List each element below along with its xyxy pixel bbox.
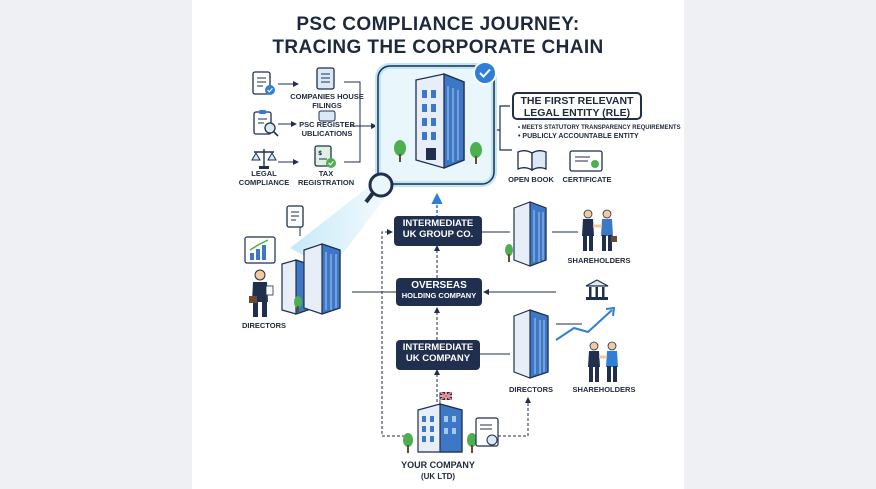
chain-box-intermediate-uk-company: INTERMEDIATE UK COMPANY [396, 340, 480, 370]
right-lower-building-icon [513, 309, 549, 379]
certificate-icon [569, 150, 603, 172]
document-icon [316, 67, 335, 90]
shareholders-top-label: SHAREHOLDERS [567, 256, 631, 265]
bank-icon [585, 279, 609, 300]
rle-bullet-1: • PUBLICLY ACCOUNTABLE ENTITY [518, 133, 639, 140]
director-person-icon [249, 269, 274, 317]
shareholders-handshake-icon [582, 209, 617, 251]
your-company-line1: YOUR COMPANY [401, 460, 475, 470]
rle-item-label-0: OPEN BOOK [508, 175, 554, 184]
overseas-line2: HOLDING COMPANY [401, 290, 477, 300]
rle-bullet-0: • MEETS STATUTORY TRANSPARENCY REQUIREME… [518, 125, 681, 131]
chain-box-overseas-holding: OVERSEAS HOLDING COMPANY [396, 278, 482, 306]
shareholders-bottom-label: SHAREHOLDERS [572, 385, 636, 394]
top-left-label-3: TAX REGISTRATION [298, 169, 355, 187]
cursor-icon [318, 110, 336, 122]
left-building-icon [281, 243, 341, 315]
rle-bullet-0-text: MEETS STATUTORY TRANSPARENCY REQUIREMENT… [521, 125, 681, 131]
hero-building-card [375, 63, 497, 187]
bar-chart-icon [244, 236, 276, 264]
open-book-icon [517, 150, 547, 172]
verified-check-icon [473, 61, 497, 85]
rle-title-box: THE FIRST RELEVANT LEGAL ENTITY (RLE) [512, 92, 642, 120]
directors-left-label: DIRECTORS [241, 321, 287, 330]
rle-item-label-1: CERTIFICATE [562, 175, 612, 184]
rle-bullet-1-text: PUBLICLY ACCOUNTABLE ENTITY [522, 133, 639, 140]
scales-icon [251, 149, 277, 169]
your-company-building-icon [403, 391, 477, 453]
tax-document-icon: $ [314, 145, 336, 168]
overseas-line1: OVERSEAS [411, 280, 467, 291]
page-title-line2: TRACING THE CORPORATE CHAIN [272, 37, 604, 58]
company-certificate-icon [475, 417, 499, 447]
chain-box-intermediate-uk-group: INTERMEDIATE UK GROUP CO. [394, 216, 482, 246]
top-left-label-2: LEGAL COMPLIANCE [238, 169, 290, 187]
directors-right-label: DIRECTORS [508, 385, 554, 394]
clipboard-search-icon [253, 110, 279, 137]
growth-arrow-icon [555, 306, 616, 341]
your-company-line2: (UK LTD) [420, 472, 456, 481]
svg-text:$: $ [318, 150, 322, 157]
top-left-label-1: PSC REGISTER UBLICATIONS [299, 120, 355, 138]
document-left-icon [286, 205, 304, 228]
document-check-icon [252, 71, 275, 95]
magnifier-icon [364, 172, 394, 204]
right-handshake-icon [588, 341, 618, 382]
page-title-line1: PSC COMPLIANCE JOURNEY: [296, 14, 580, 35]
right-top-building-icon [505, 201, 547, 267]
top-left-label-0: COMPANIES HOUSE FILINGS [290, 92, 364, 110]
